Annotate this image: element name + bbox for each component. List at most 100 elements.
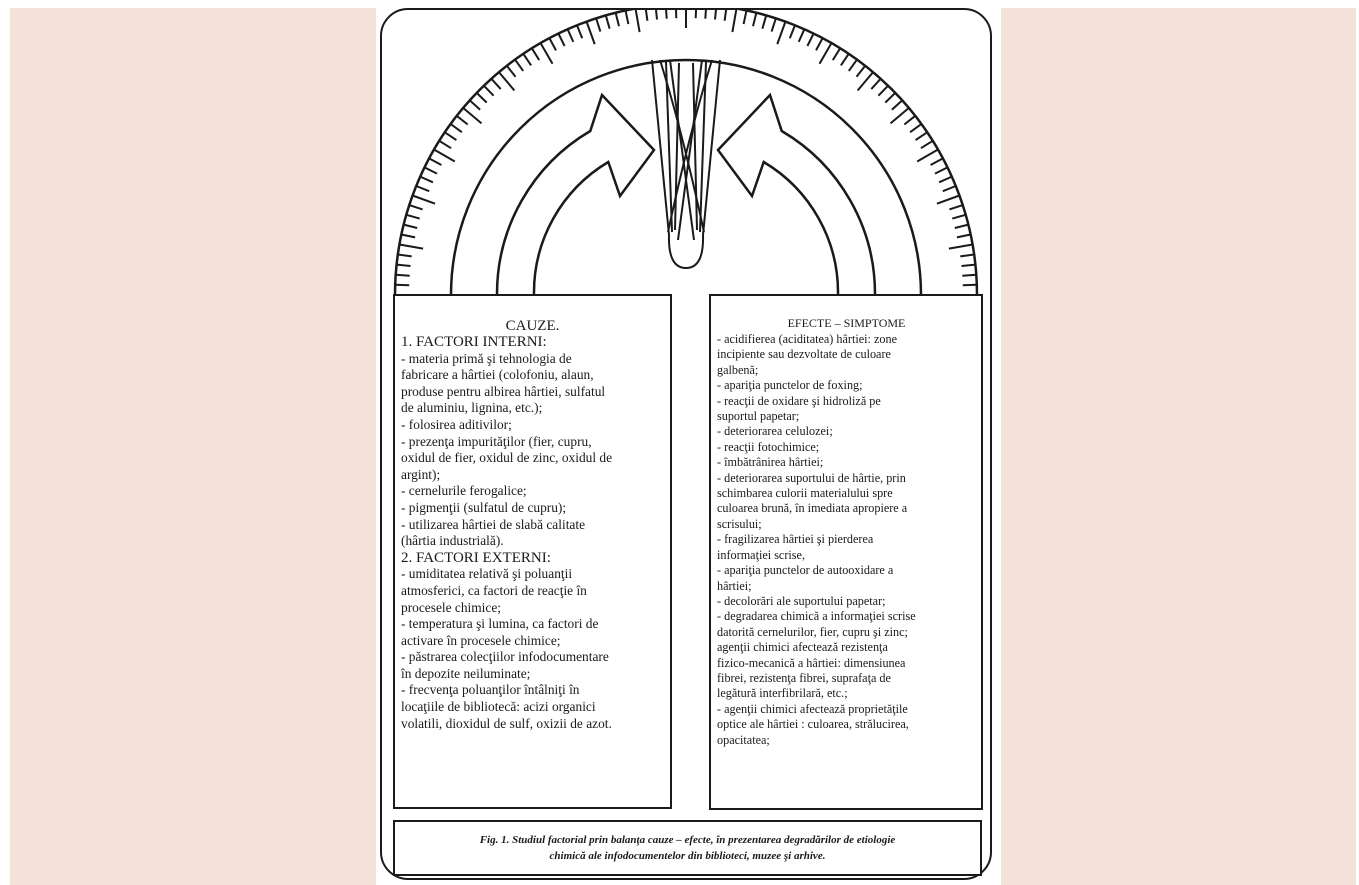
list-line: activare în procesele chimice;: [401, 633, 664, 650]
causes-title: CAUZE.: [401, 318, 664, 334]
scale-tick: [816, 38, 823, 50]
scale-tick: [963, 285, 977, 286]
scale-tick: [399, 245, 423, 249]
scale-tick: [957, 235, 971, 238]
scale-tick: [396, 275, 410, 276]
causes-panel: CAUZE. 1. FACTORI INTERNI:- materia prim…: [393, 294, 672, 809]
scale-tick: [549, 38, 556, 50]
list-line: - temperatura şi lumina, ca factori de: [401, 616, 664, 633]
scale-tick: [943, 186, 956, 191]
list-line: opacitatea;: [717, 733, 976, 748]
scale-tick: [917, 150, 938, 162]
scale-tick: [477, 93, 487, 103]
list-line: în depozite neiluminate;: [401, 666, 664, 683]
list-line: informaţiei scrise,: [717, 548, 976, 563]
scale-tick: [646, 8, 648, 21]
list-line: datorită cernelurilor, fier, cupru şi zi…: [717, 625, 976, 640]
scale-tick: [395, 285, 409, 286]
scale-tick: [753, 13, 756, 27]
scale-tick: [772, 18, 776, 31]
scale-tick: [962, 265, 976, 266]
scale-tick: [849, 60, 857, 71]
scale-tick: [962, 275, 976, 276]
list-line: schimbarea culorii materialului spre: [717, 486, 976, 501]
scale-tick: [904, 116, 915, 125]
list-line: - agenţii chimici afectează proprietăţil…: [717, 702, 976, 717]
scale-tick: [656, 8, 657, 19]
scale-tick: [451, 124, 462, 132]
list-line: - cernelurile ferogalice;: [401, 483, 664, 500]
scale-tick: [587, 22, 595, 45]
scale-tick: [429, 158, 441, 165]
scale-tick: [484, 86, 494, 96]
scale-tick: [491, 79, 500, 89]
scale-tick: [425, 167, 438, 173]
scale-tick: [725, 8, 727, 21]
scale-tick: [891, 108, 909, 124]
scale-tick: [833, 48, 840, 60]
caption-line-2: chimică ale infodocumentelor din bibliot…: [403, 848, 972, 864]
scale-tick: [885, 93, 895, 103]
scale-tick: [626, 10, 629, 24]
section-heading: 1. FACTORI INTERNI:: [401, 334, 664, 351]
list-line: incipiente sau dezvoltate de culoare: [717, 347, 976, 362]
scale-tick: [596, 18, 600, 31]
list-line: atmosferici, ca factori de reacţie în: [401, 583, 664, 600]
list-line: - păstrarea colecţiilor infodocumentare: [401, 649, 664, 666]
scale-tick: [935, 167, 948, 173]
backdrop-left: [10, 8, 376, 885]
list-line: procesele chimice;: [401, 600, 664, 617]
list-line: volatili, dioxidul de sulf, oxizii de az…: [401, 716, 664, 733]
effects-list: - acidifierea (aciditatea) hârtiei: zone…: [717, 332, 976, 748]
list-line: scrisului;: [717, 517, 976, 532]
list-line: - deteriorarea suportului de hârtie, pri…: [717, 471, 976, 486]
scale-tick: [532, 48, 539, 60]
scale-tick: [606, 15, 610, 28]
scale-tick: [696, 8, 697, 18]
list-line: - îmbătrânirea hârtiei;: [717, 455, 976, 470]
list-line: - decolorări ale suportului papetar;: [717, 594, 976, 609]
list-line: - fragilizarea hârtiei şi pierderea: [717, 532, 976, 547]
scale-tick: [857, 66, 866, 77]
scale-tick: [523, 54, 531, 66]
causes-list: 1. FACTORI INTERNI:- materia primă şi te…: [401, 334, 664, 732]
list-line: - frecvenţa poluanţilor întâlniţi în: [401, 682, 664, 699]
list-line: suportul papetar;: [717, 409, 976, 424]
list-line: - apariţia punctelor de foxing;: [717, 378, 976, 393]
list-line: optice ale hârtiei : culoarea, strălucir…: [717, 717, 976, 732]
scale-tick: [921, 141, 933, 148]
scale-tick: [409, 205, 422, 209]
scale-tick: [577, 25, 582, 38]
effects-title: EFECTE – SIMPTOME: [717, 316, 976, 330]
scale-tick: [937, 196, 960, 204]
list-line: - pigmenţii (sulfatul de cupru);: [401, 500, 664, 517]
scale-tick: [397, 265, 411, 266]
list-line: - folosirea aditivilor;: [401, 417, 664, 434]
list-line: fizico-mecanică a hârtiei: dimensiunea: [717, 656, 976, 671]
scale-tick: [507, 66, 516, 77]
scale-tick: [541, 43, 553, 64]
scale-tick: [676, 8, 677, 18]
scale-tick: [413, 196, 436, 204]
scale-tick: [916, 132, 928, 140]
backdrop-right: [1001, 8, 1356, 885]
scale-tick: [636, 8, 640, 32]
scale-tick: [820, 43, 832, 64]
scale-tick: [515, 60, 523, 71]
scale-tick: [416, 186, 429, 191]
scale-tick: [406, 215, 419, 219]
list-line: agenţii chimici afectează rezistenţa: [717, 640, 976, 655]
list-line: legătură interfibrilară, etc.;: [717, 686, 976, 701]
scale-tick: [777, 22, 785, 45]
scale-tick: [463, 108, 481, 124]
scale-tick: [744, 10, 747, 24]
scale-tick: [949, 205, 962, 209]
scale-tick: [790, 25, 795, 38]
scale-tick: [871, 79, 880, 89]
scale-tick: [404, 225, 418, 228]
scale-tick: [949, 245, 973, 249]
list-line: - utilizarea hârtiei de slabă calitate: [401, 517, 664, 534]
balance-needle: [652, 60, 720, 268]
list-line: galbenă;: [717, 363, 976, 378]
list-line: - materia primă şi tehnologia de: [401, 351, 664, 368]
